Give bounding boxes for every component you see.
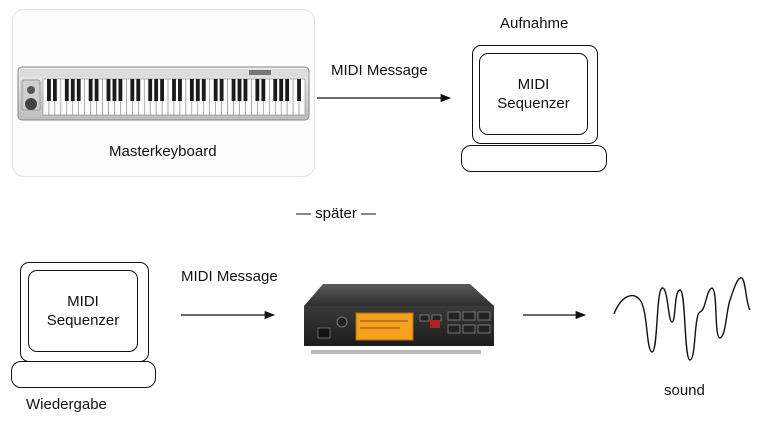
black-key <box>94 79 99 101</box>
playback-label: Wiedergabe <box>26 396 107 413</box>
top-sequencer-line2: Sequenzer <box>497 95 570 112</box>
black-key <box>118 79 123 101</box>
black-key <box>148 79 153 101</box>
black-key <box>160 79 164 101</box>
black-key <box>285 79 290 101</box>
black-key <box>112 79 117 101</box>
bottom-arrow-label: MIDI Message <box>181 268 278 285</box>
black-key <box>279 79 284 101</box>
black-key <box>255 79 260 101</box>
recording-title: Aufnahme <box>500 15 569 32</box>
masterkeyboard-label: Masterkeyboard <box>109 143 217 160</box>
top-arrow-label: MIDI Message <box>331 62 428 79</box>
black-key <box>297 79 301 101</box>
bottom-sequencer-line2: Sequenzer <box>46 312 120 329</box>
black-key <box>172 79 176 101</box>
black-key <box>189 79 194 101</box>
black-key <box>178 79 182 101</box>
black-key <box>88 79 93 101</box>
black-key <box>53 79 57 101</box>
black-key <box>261 79 266 101</box>
black-key <box>76 79 81 101</box>
black-key <box>136 79 141 101</box>
black-key <box>64 79 69 101</box>
masterkeyboard-card: Masterkeyboard <box>12 9 315 177</box>
black-key <box>154 79 159 101</box>
black-key <box>213 79 218 101</box>
sound-label: sound <box>664 382 705 399</box>
black-key <box>201 79 206 101</box>
black-key <box>70 79 75 101</box>
black-key <box>195 79 200 101</box>
black-key <box>231 79 236 101</box>
top-sequencer-screen: MIDI Sequenzer <box>479 53 588 135</box>
black-key <box>273 79 278 101</box>
keyboard-icon <box>17 66 310 121</box>
bottom-sequencer-screen: MIDI Sequenzer <box>28 270 138 352</box>
later-separator: — später — <box>296 205 377 222</box>
black-key <box>47 79 51 101</box>
black-key <box>243 79 248 101</box>
top-sequencer-line1: MIDI <box>517 76 550 93</box>
black-key <box>237 79 242 101</box>
black-key <box>130 79 135 101</box>
bottom-sequencer-line1: MIDI <box>67 293 99 310</box>
black-key <box>106 79 111 101</box>
black-key <box>219 79 224 101</box>
